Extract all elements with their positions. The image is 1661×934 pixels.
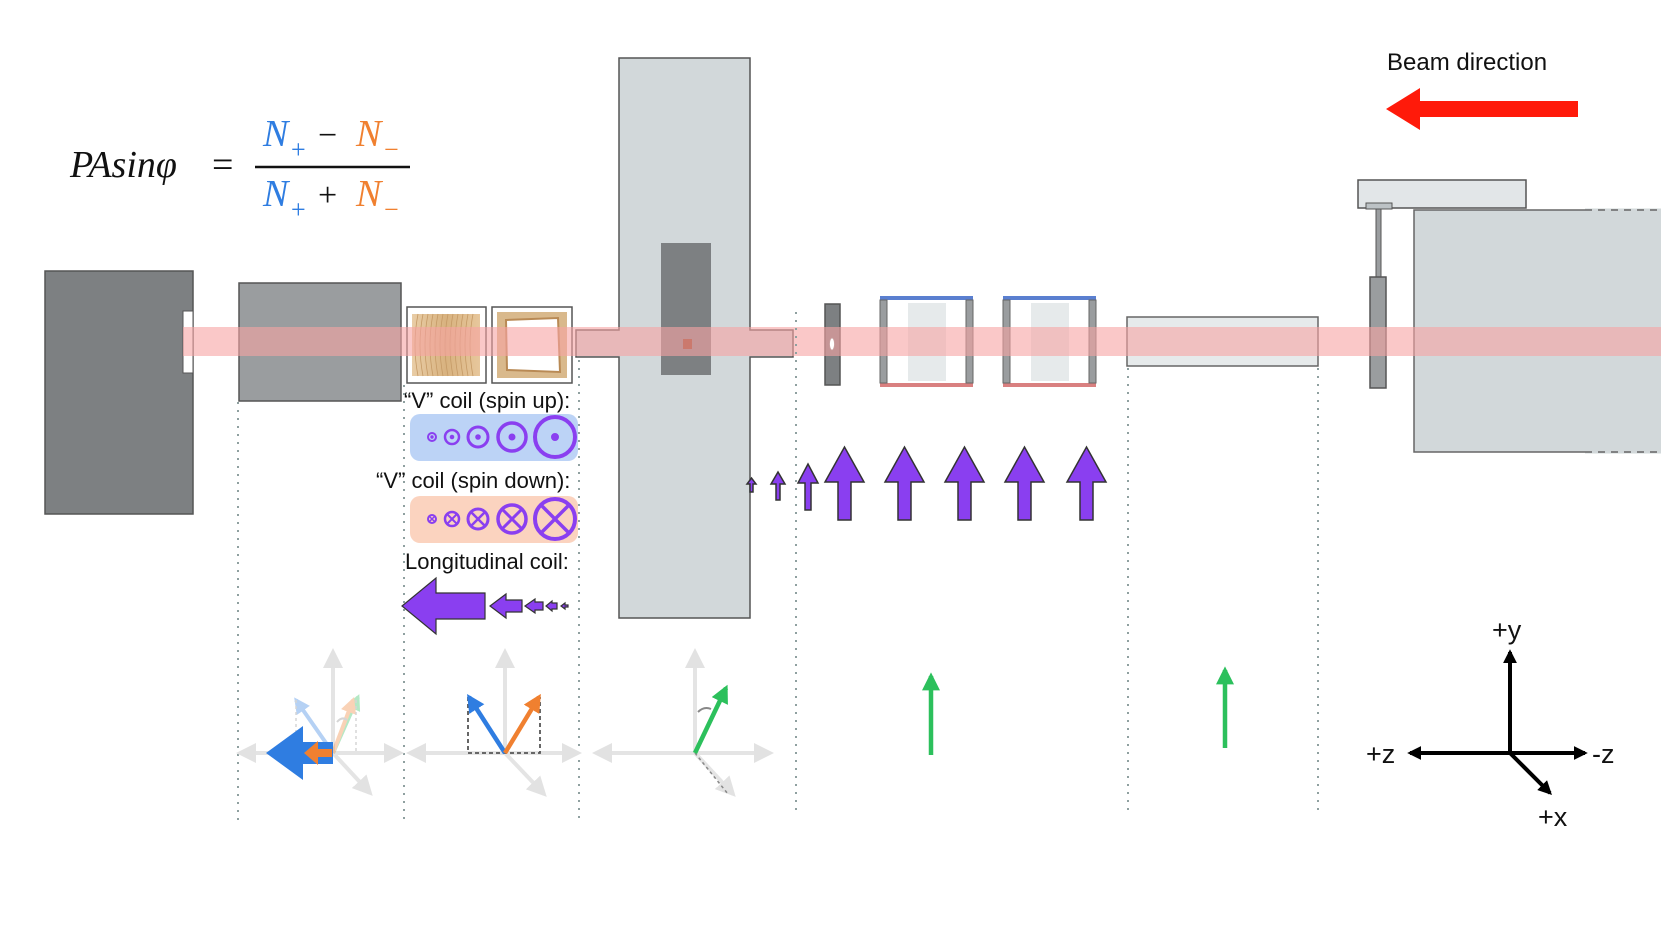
denominator-n-plus: N <box>262 173 291 215</box>
denominator-minus-sub: − <box>384 195 399 224</box>
numerator-minus-op: − <box>318 117 337 154</box>
axis-label-minus-z: -z <box>1592 739 1615 769</box>
denominator-plus-sub: + <box>291 195 306 224</box>
v-coil-up-label: “V” coil (spin up): <box>404 388 570 413</box>
asymmetry-equation: PAsinφ = N + − N − N + + N − <box>69 113 410 224</box>
field-out-of-page-icons <box>427 415 577 459</box>
axis-label-plus-x: +x <box>1538 802 1568 832</box>
coordinate-axes: +y +z -z +x <box>1366 615 1615 832</box>
axis-label-plus-z: +z <box>1366 739 1395 769</box>
vertical-field-arrows <box>745 445 1108 521</box>
numerator-n-plus: N <box>262 113 291 155</box>
numerator-plus-sub: + <box>291 135 306 164</box>
aperture-hole <box>829 337 835 351</box>
beam-direction-arrow <box>1386 88 1578 130</box>
denominator-n-minus: N <box>355 173 384 215</box>
spin-diagram-dipole <box>236 648 404 796</box>
spin-diagram-chamber <box>592 648 774 797</box>
axis-label-plus-y: +y <box>1492 615 1522 645</box>
coil-legend: “V” coil (spin up): “V” coil (spin down)… <box>376 388 578 636</box>
beam-dump <box>44 270 194 515</box>
equation-lhs: PAsinφ <box>69 144 177 186</box>
longitudinal-field-arrows <box>401 576 569 636</box>
v-coil-down-label: “V” coil (spin down): <box>376 468 570 493</box>
v-coil-up-panel <box>410 414 578 461</box>
beam-direction: Beam direction <box>1386 49 1578 130</box>
beam-direction-label: Beam direction <box>1387 49 1547 76</box>
target-chamber <box>1357 179 1661 454</box>
field-into-page-icons <box>427 497 577 541</box>
equation-equals: = <box>212 144 233 186</box>
spin-diagram-wien-filter <box>406 648 582 797</box>
longitudinal-coil-label: Longitudinal coil: <box>405 549 569 574</box>
v-coil-down-panel <box>410 496 578 543</box>
denominator-plus-op: + <box>318 177 337 214</box>
region-dividers <box>237 312 1319 820</box>
numerator-n-minus: N <box>355 113 384 155</box>
beam <box>183 327 1661 356</box>
numerator-minus-sub: − <box>384 135 399 164</box>
